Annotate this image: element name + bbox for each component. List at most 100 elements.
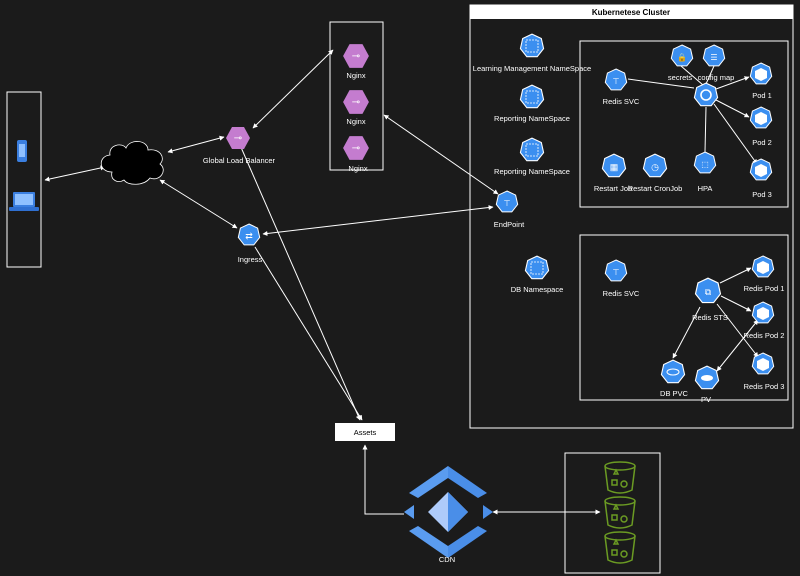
reporting-namespace-1-icon (519, 84, 545, 109)
pod-3-icon (749, 158, 773, 181)
pv-icon (694, 365, 720, 390)
edge-sts-dbpvc (672, 306, 701, 359)
edge-sts-rpod2 (720, 295, 752, 312)
edge-ring-hpa (704, 106, 707, 153)
svg-text:⇄: ⇄ (245, 231, 253, 241)
svg-text:⊤: ⊤ (504, 199, 511, 208)
connectors (44, 49, 759, 515)
edge-cloud-glb (167, 135, 225, 154)
edge-sts-rpod1 (719, 267, 752, 284)
nginx-1-label: Nginx (346, 71, 365, 80)
svg-text:⧉: ⧉ (705, 287, 712, 297)
redis-sts-label: Redis STS (692, 313, 728, 322)
pod-1-label: Pod 1 (752, 91, 772, 100)
pod-1-icon (749, 62, 773, 85)
redis-pod-1-label: Redis Pod 1 (744, 284, 785, 293)
restart-job-label: Restart Job (594, 184, 632, 193)
nginx-3-icon: ⊸ (343, 136, 369, 160)
assets-label: Assets (354, 428, 377, 437)
config-map-icon: ☰ (702, 44, 726, 67)
db-namespace-box (579, 234, 789, 401)
redis-svc-label: Redis SVC (603, 97, 640, 106)
redis-pod-2-label: Redis Pod 2 (744, 331, 785, 340)
endpoint-icon: ⊤ (495, 190, 519, 213)
hpa-icon: ⬚ (693, 151, 717, 174)
storage-bucket-2-icon (604, 496, 636, 529)
pv-label: PV (701, 395, 711, 404)
edge-ingress-assets (254, 246, 363, 421)
reporting-namespace-1-label: Reporting NameSpace (494, 114, 570, 123)
endpoint-label: EndPoint (494, 220, 525, 229)
assets-box (335, 423, 395, 441)
db-pvc-label: DB PVC (660, 389, 689, 398)
redis-pod-3-icon (751, 352, 775, 375)
redis-pod-3-label: Redis Pod 3 (744, 382, 785, 391)
db-redis-svc-label: Redis SVC (603, 289, 640, 298)
edge-secrets-ring (680, 65, 704, 86)
secrets-label: secrets (668, 73, 692, 82)
global-load-balancer-icon: ⊸ (226, 127, 250, 149)
db-redis-svc-icon: ⊤ (604, 259, 628, 282)
redis-pod-2-icon (751, 301, 775, 324)
svg-text:◷: ◷ (651, 162, 659, 172)
db-namespace-label: DB Namespace (511, 285, 564, 294)
redis-svc-icon: ⊤ (604, 68, 628, 91)
edge-devices-cloud (44, 165, 106, 182)
svg-text:🔒: 🔒 (677, 53, 687, 62)
nginx-2-label: Nginx (346, 117, 365, 126)
deployment-icon (693, 82, 719, 107)
edge-glb-nginx (252, 49, 334, 129)
svg-text:▦: ▦ (610, 162, 619, 172)
config-map-label: config map (698, 73, 735, 82)
global-lb-label: Global Load Balancer (203, 156, 276, 165)
restart-cronjob-icon: ◷ (642, 153, 668, 178)
svg-text:⊤: ⊤ (613, 77, 620, 86)
learning-namespace-label: Learning Management NameSpace (473, 64, 591, 73)
svg-text:⬚: ⬚ (701, 160, 709, 169)
edge-cloud-ingress (159, 179, 238, 229)
storage-bucket-3-icon (604, 531, 636, 564)
db-namespace-icon (524, 255, 550, 280)
hpa-label: HPA (698, 184, 713, 193)
svg-text:☰: ☰ (710, 53, 717, 62)
restart-job-icon: ▦ (601, 153, 627, 178)
db-pvc-icon (660, 359, 686, 384)
storage-bucket-1-icon (604, 461, 636, 494)
edge-nginx-endpoint (383, 114, 499, 195)
app-namespace-box (579, 40, 789, 208)
k8s-cluster-title-bar (470, 5, 793, 19)
edge-ring-pod2 (715, 99, 750, 118)
cluster-title: Kubernetese Cluster (592, 8, 670, 17)
ingress-icon: ⇄ (237, 223, 261, 246)
cdn-label: CDN (439, 555, 455, 564)
secrets-icon: 🔒 (670, 44, 694, 67)
edge-rpod2-pv (716, 319, 759, 372)
nginx-1-icon: ⊸ (343, 44, 369, 68)
reporting-namespace-2-icon (519, 137, 545, 162)
learning-namespace-icon (519, 33, 545, 58)
edge-ring-pod3 (713, 103, 758, 165)
devices-box (6, 91, 42, 268)
edge-ingress-endpoint (262, 205, 494, 236)
laptop-icon (9, 192, 39, 211)
edge-ring-pod1 (715, 76, 750, 90)
svg-text:⊤: ⊤ (613, 268, 620, 277)
nginx-3-label: Nginx (348, 164, 367, 173)
redis-pod-1-icon (751, 255, 775, 278)
svg-text:⊸: ⊸ (352, 97, 360, 108)
edge-svc-hpa-ring (627, 78, 695, 89)
pod-2-icon (749, 106, 773, 129)
edge-cdn-assets (362, 444, 404, 515)
svg-text:⊸: ⊸ (234, 133, 242, 144)
internet-cloud-icon (100, 141, 164, 185)
redis-sts-icon: ⧉ (694, 277, 722, 304)
reporting-namespace-2-label: Reporting NameSpace (494, 167, 570, 176)
pod-2-label: Pod 2 (752, 138, 772, 147)
svg-text:⊸: ⊸ (352, 143, 360, 154)
pod-3-label: Pod 3 (752, 190, 772, 199)
cdn-icon (404, 466, 493, 558)
ingress-label: Ingress (238, 255, 263, 264)
nginx-2-icon: ⊸ (343, 90, 369, 114)
restart-cronjob-label: Restart CronJob (628, 184, 683, 193)
edge-glb-assets (239, 144, 361, 421)
